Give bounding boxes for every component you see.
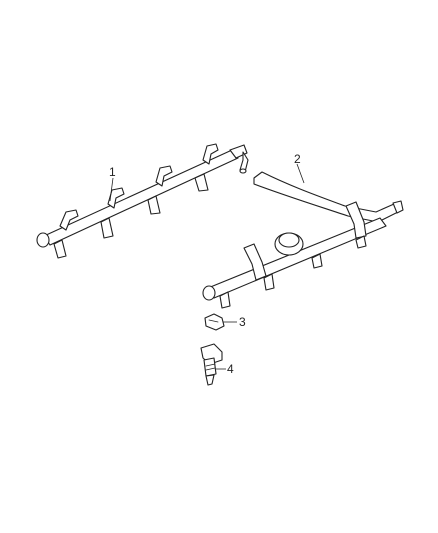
rail-bracket-2 xyxy=(107,187,125,209)
rail-right-cup-2 xyxy=(263,273,275,291)
retainer-clip-detail xyxy=(208,319,219,323)
callout-label-3: 3 xyxy=(239,315,246,329)
rail-right-cup-3 xyxy=(311,253,323,269)
fuel-injector-body xyxy=(203,357,217,377)
callout-label-1: 1 xyxy=(109,165,116,179)
fuel-rail-right xyxy=(202,171,404,309)
fuel-injector xyxy=(200,343,223,386)
fuel-rail-left-endcap xyxy=(36,232,50,248)
callout-label-4: 4 xyxy=(227,362,234,376)
injector-cup-4 xyxy=(194,173,209,192)
rail-bracket-1 xyxy=(59,209,79,231)
fuel-rail-right-endcap xyxy=(202,285,216,301)
fuel-rail-left xyxy=(36,143,249,259)
rail-right-cup-1 xyxy=(219,291,231,309)
injector-cup-3 xyxy=(147,195,161,215)
callout-leader-1 xyxy=(109,177,114,202)
callout-leader-2 xyxy=(296,163,305,184)
injector-cup-2 xyxy=(100,217,114,239)
callouts: 1 2 3 4 xyxy=(109,152,305,376)
pressure-damper-top xyxy=(278,232,300,248)
rail-bracket-3 xyxy=(155,165,173,187)
crossover-hose xyxy=(253,171,399,223)
fuel-injector-nozzle xyxy=(205,374,215,386)
injector-cup-1 xyxy=(53,239,67,259)
rail-right-bracket-1 xyxy=(243,243,267,281)
rail-right-cup-4 xyxy=(355,235,367,249)
fuel-rail-left-outlet-end xyxy=(239,168,247,174)
callout-label-2: 2 xyxy=(294,152,301,166)
rail-right-bracket-2 xyxy=(345,201,367,239)
rail-bracket-4 xyxy=(202,143,219,165)
retainer-clip xyxy=(204,313,225,331)
crossover-hose-end xyxy=(392,200,404,214)
fuel-injector-rings xyxy=(205,363,216,371)
retainer-clip-body xyxy=(204,313,225,331)
